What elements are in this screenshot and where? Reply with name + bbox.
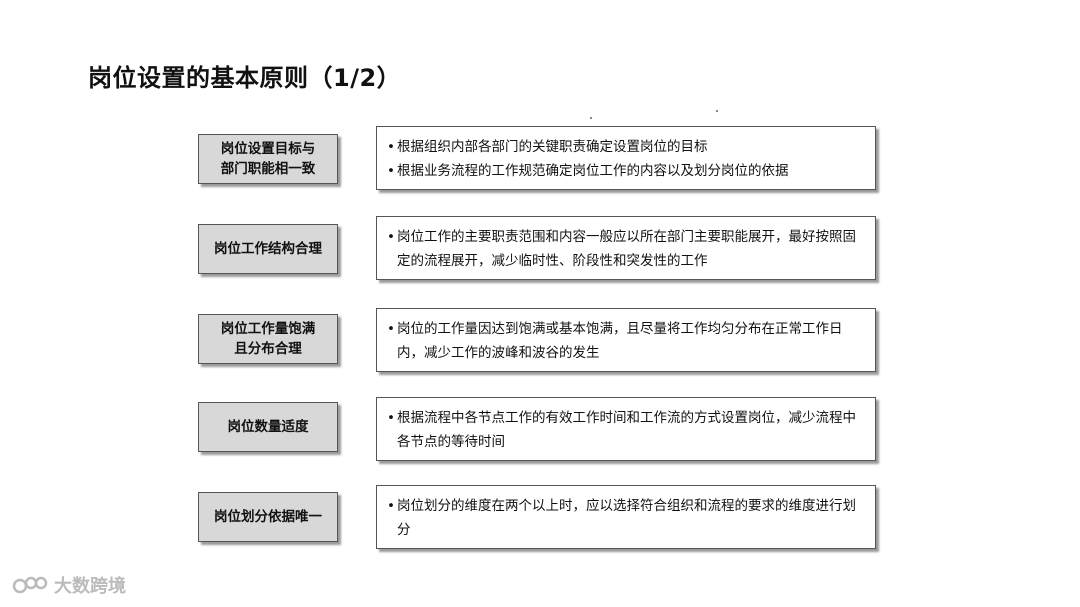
principle-row: 岗位数量适度 根据流程中各节点工作的有效工作时间和工作流的方式设置岗位，减少流程… <box>198 397 878 463</box>
description-bullet: 根据流程中各节点工作的有效工作时间和工作流的方式设置岗位，减少流程中各节点的等待… <box>387 406 865 454</box>
principle-description-box: 岗位划分的维度在两个以上时，应以选择符合组织和流程的要求的维度进行划分 <box>376 485 876 549</box>
principle-label: 岗位划分依据唯一 <box>214 509 322 525</box>
principle-description-box: 根据组织内部各部门的关键职责确定设置岗位的目标 根据业务流程的工作规范确定岗位工… <box>376 126 876 190</box>
watermark-text: 大数跨境 <box>54 576 126 597</box>
principle-row: 岗位工作结构合理 岗位工作的主要职责范围和内容一般应以所在部门主要职能展开，最好… <box>198 216 878 282</box>
principle-row: 岗位设置目标与 部门职能相一致 根据组织内部各部门的关键职责确定设置岗位的目标 … <box>198 126 878 192</box>
watermark: 大数跨境 <box>12 572 126 598</box>
principle-label-box: 岗位工作量饱满 且分布合理 <box>198 314 338 364</box>
principle-label-box: 岗位设置目标与 部门职能相一致 <box>198 134 338 184</box>
principle-label-box: 岗位划分依据唯一 <box>198 492 338 542</box>
principle-label: 岗位工作结构合理 <box>214 241 322 257</box>
principle-label: 岗位工作量饱满 且分布合理 <box>220 321 316 357</box>
principle-label-box: 岗位数量适度 <box>198 402 338 452</box>
principle-label: 岗位设置目标与 部门职能相一致 <box>220 141 316 177</box>
description-bullet: 根据组织内部各部门的关键职责确定设置岗位的目标 <box>387 135 865 159</box>
description-bullet: 岗位工作的主要职责范围和内容一般应以所在部门主要职能展开，最好按照固定的流程展开… <box>387 225 865 273</box>
decorative-dot <box>716 110 718 112</box>
principle-label-box: 岗位工作结构合理 <box>198 224 338 274</box>
logo-icon <box>12 576 48 594</box>
decorative-dot <box>590 117 592 119</box>
description-bullet: 岗位的工作量因达到饱满或基本饱满，且尽量将工作均匀分布在正常工作日内，减少工作的… <box>387 317 865 365</box>
principle-row: 岗位工作量饱满 且分布合理 岗位的工作量因达到饱满或基本饱满，且尽量将工作均匀分… <box>198 308 878 374</box>
principle-label: 岗位数量适度 <box>227 419 309 435</box>
principle-description-box: 岗位的工作量因达到饱满或基本饱满，且尽量将工作均匀分布在正常工作日内，减少工作的… <box>376 308 876 372</box>
description-bullet: 岗位划分的维度在两个以上时，应以选择符合组织和流程的要求的维度进行划分 <box>387 494 865 542</box>
principle-description-box: 根据流程中各节点工作的有效工作时间和工作流的方式设置岗位，减少流程中各节点的等待… <box>376 397 876 461</box>
principle-row: 岗位划分依据唯一 岗位划分的维度在两个以上时，应以选择符合组织和流程的要求的维度… <box>198 485 878 551</box>
principle-description-box: 岗位工作的主要职责范围和内容一般应以所在部门主要职能展开，最好按照固定的流程展开… <box>376 216 876 280</box>
description-bullet: 根据业务流程的工作规范确定岗位工作的内容以及划分岗位的依据 <box>387 159 865 183</box>
page-title: 岗位设置的基本原则（1/2） <box>88 64 402 92</box>
